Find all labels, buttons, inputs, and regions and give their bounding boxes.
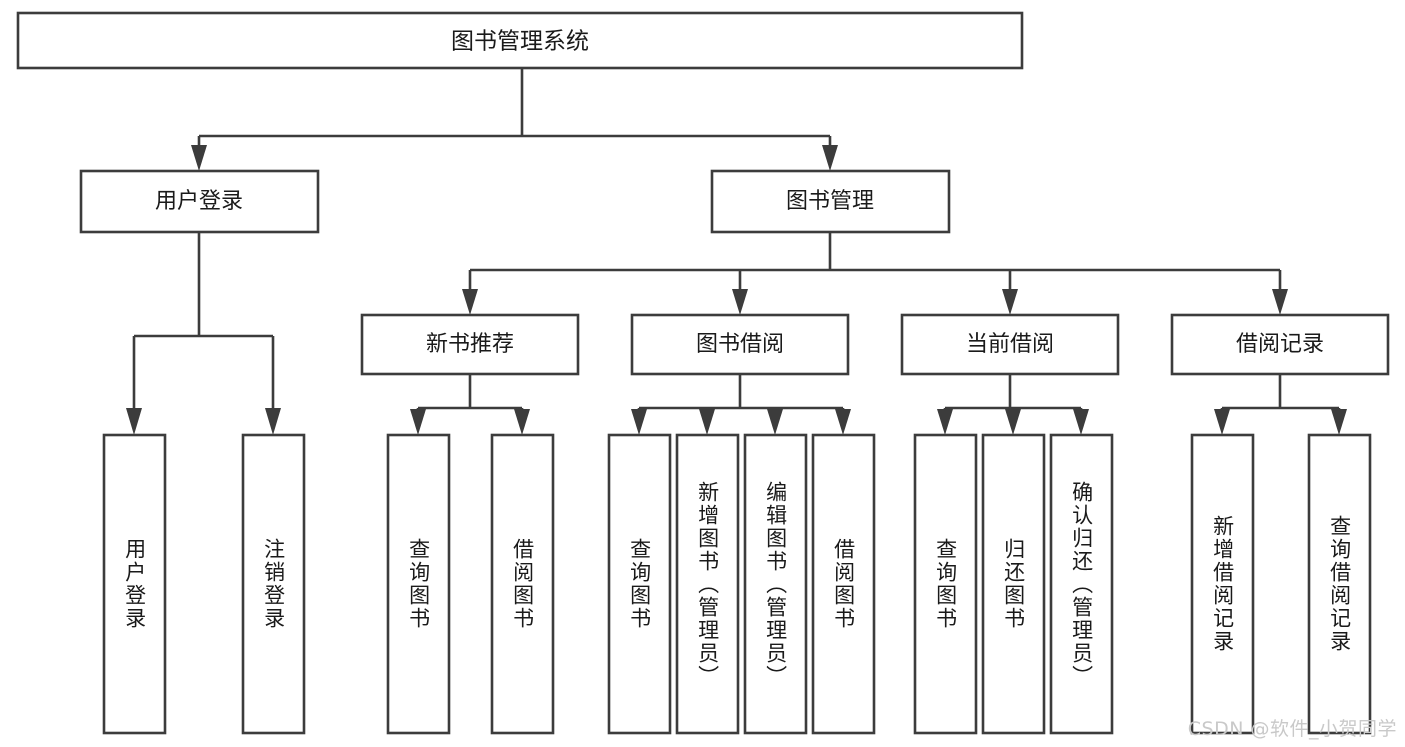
node-leaf-add-book-box[interactable] [675,433,740,735]
node-leaf-confirm-return-box[interactable] [1049,433,1114,735]
arrow-head-leaf-return-book [1005,409,1021,435]
arrow-head-leaf-logout-login [265,408,281,435]
node-user-login-box[interactable] [79,169,320,234]
arrow-head-leaf-query-book-2 [631,409,647,435]
arrow-head-leaf-user-login [126,408,142,435]
node-book-manage-box[interactable] [710,169,951,234]
node-leaf-borrow-book-1-box[interactable] [490,433,555,735]
node-user-login-label: 用户登录 [155,189,243,214]
node-new-book-recommend-box[interactable] [360,313,580,376]
csdn-watermark: CSDN @软件_小贺同学 [1187,718,1397,740]
connectors-book-borrow-to-leaves [631,374,851,435]
arrow-head-current-borrow [1002,289,1018,315]
node-borrow-record-box[interactable] [1170,313,1390,376]
node-leaf-user-login-box[interactable] [102,433,167,735]
node-book-borrow-box[interactable] [630,313,850,376]
leaf-boxes [102,433,1372,735]
node-borrow-record-label: 借阅记录 [1236,332,1324,357]
connectors-user-login-to-leaves [126,232,281,435]
connectors-current-borrow-to-leaves [937,374,1089,435]
node-leaf-logout-login-box[interactable] [241,433,306,735]
connectors-new-book-recommend-to-leaves [410,374,530,435]
node-current-borrow-label: 当前借阅 [966,332,1054,357]
arrow-head-leaf-add-book [699,409,715,435]
node-new-book-recommend-label: 新书推荐 [426,332,514,357]
node-leaf-query-book-3-box[interactable] [913,433,978,735]
arrow-head-leaf-borrow-book-2 [835,409,851,435]
arrow-head-user-login [191,145,207,171]
arrow-head-book-borrow [732,289,748,315]
node-root-box[interactable] [16,11,1024,70]
node-leaf-edit-book-box[interactable] [743,433,808,735]
node-book-borrow-label: 图书借阅 [696,332,784,357]
connectors-book-manage-to-level3 [462,232,1288,315]
node-user-login[interactable]: 用户登录 [79,169,320,234]
arrow-head-leaf-edit-book [767,409,783,435]
node-leaf-return-book-box[interactable] [981,433,1046,735]
arrow-head-leaf-query-record [1331,409,1347,435]
arrow-head-book-manage [822,145,838,171]
node-root-label: 图书管理系统 [451,29,589,55]
arrow-head-leaf-borrow-book-1 [514,409,530,435]
node-leaf-query-record-box[interactable] [1307,433,1372,735]
connectors-root-to-level2 [191,68,838,171]
connectors-borrow-record-to-leaves [1214,374,1347,435]
node-current-borrow[interactable]: 当前借阅 [900,313,1120,376]
arrow-head-borrow-record [1272,289,1288,315]
node-borrow-record[interactable]: 借阅记录 [1170,313,1390,376]
node-leaf-query-book-2-box[interactable] [607,433,672,735]
arrow-head-leaf-query-book-3 [937,409,953,435]
node-leaf-add-record-box[interactable] [1190,433,1255,735]
arrow-head-new-book-recommend [462,289,478,315]
node-leaf-borrow-book-2-box[interactable] [811,433,876,735]
node-book-borrow[interactable]: 图书借阅 [630,313,850,376]
node-root[interactable]: 图书管理系统 [16,11,1024,70]
node-book-manage[interactable]: 图书管理 [710,169,951,234]
node-book-manage-label: 图书管理 [786,189,874,214]
node-leaf-query-book-1-box[interactable] [386,433,451,735]
arrow-head-leaf-add-record [1214,409,1230,435]
arrow-head-leaf-query-book-1 [410,409,426,435]
node-new-book-recommend[interactable]: 新书推荐 [360,313,580,376]
node-current-borrow-box[interactable] [900,313,1120,376]
arrow-head-leaf-confirm-return [1073,409,1089,435]
